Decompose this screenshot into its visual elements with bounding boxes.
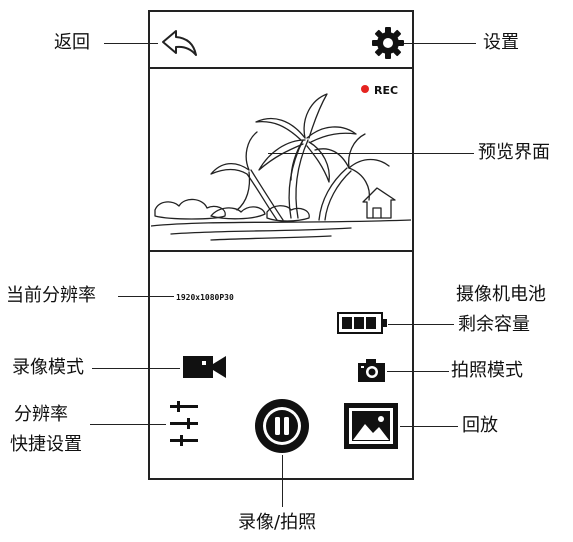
- sliders-icon[interactable]: [168, 400, 202, 448]
- record-pause-button[interactable]: [253, 397, 311, 455]
- leader-sliders: [90, 424, 166, 425]
- label-record-capture: 录像/拍照: [238, 512, 317, 533]
- leader-resolution: [118, 296, 174, 297]
- camera-icon[interactable]: [357, 356, 387, 384]
- leader-video: [92, 368, 180, 369]
- label-settings: 设置: [483, 32, 519, 53]
- gear-icon[interactable]: [370, 25, 406, 61]
- rec-indicator: REC: [374, 84, 399, 97]
- resolution-value: 1920x1080P30: [176, 293, 234, 302]
- leader-preview: [268, 153, 474, 154]
- gallery-icon[interactable]: [343, 402, 399, 450]
- label-battery-line2: 剩余容量: [458, 314, 530, 335]
- leader-battery: [388, 324, 454, 325]
- battery-icon: [337, 312, 387, 334]
- label-battery-line1: 摄像机电池: [456, 284, 546, 305]
- leader-settings: [404, 43, 476, 44]
- top-bar-divider: [148, 67, 414, 69]
- label-current-resolution: 当前分辨率: [6, 285, 96, 306]
- leader-playback: [400, 426, 458, 427]
- label-playback: 回放: [462, 415, 498, 436]
- label-resolution-line2: 快捷设置: [10, 434, 82, 455]
- phone-frame: [148, 10, 414, 480]
- leader-record: [282, 455, 283, 507]
- preview-divider: [148, 250, 414, 252]
- label-back: 返回: [54, 32, 90, 53]
- leader-photo: [387, 371, 449, 372]
- back-arrow-icon[interactable]: [160, 28, 200, 58]
- label-photo-mode: 拍照模式: [451, 360, 523, 381]
- label-resolution-line1: 分辨率: [14, 404, 68, 425]
- video-camera-icon[interactable]: [182, 352, 230, 384]
- label-preview: 预览界面: [478, 142, 550, 163]
- preview-sketch: [151, 93, 411, 241]
- leader-back: [104, 43, 158, 44]
- rec-dot: [361, 85, 369, 93]
- label-video-mode: 录像模式: [12, 357, 84, 378]
